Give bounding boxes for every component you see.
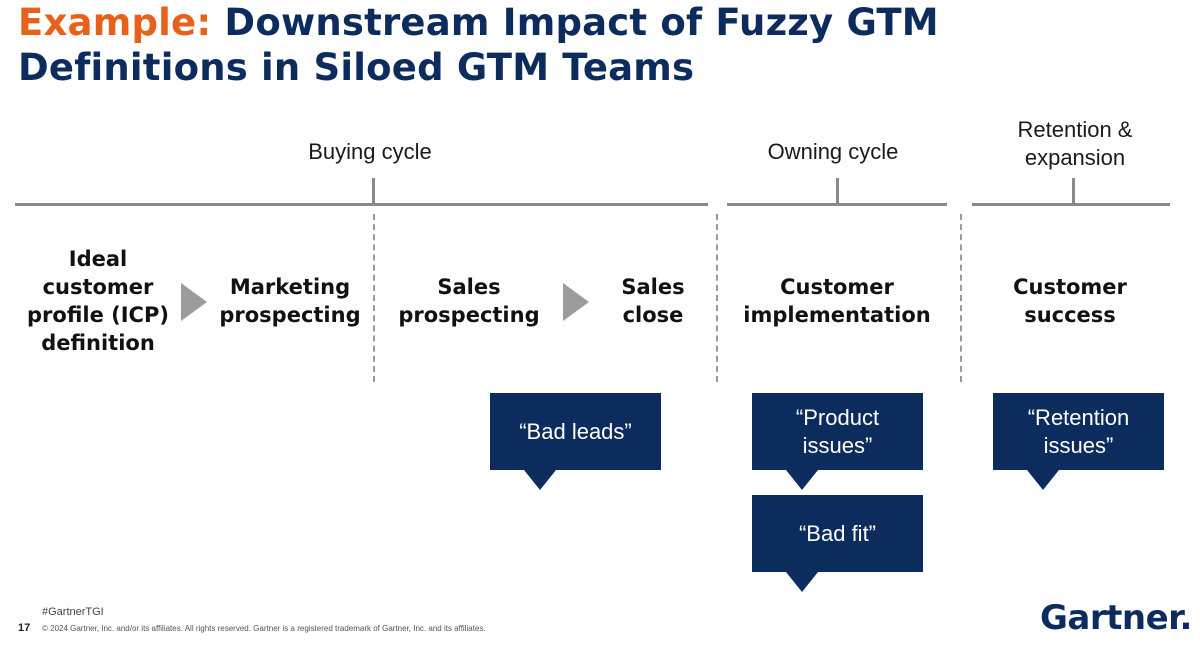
phase-label-owning: Owning cycle <box>767 139 899 164</box>
retention-tick <box>1072 178 1075 204</box>
stage-customer-implementation: Customer implementation <box>730 273 944 329</box>
callout-bad-fit-text: “Bad fit” <box>798 520 877 546</box>
callout-tail <box>1027 470 1059 490</box>
flow-arrow-icon <box>181 283 207 321</box>
retention-line <box>972 203 1170 206</box>
callout-product-issues: “Product issues” <box>752 393 923 490</box>
title-accent: Example: <box>18 1 212 44</box>
phase-label-retention-line2: expansion <box>1024 145 1126 170</box>
divider-dashed-2 <box>716 214 718 382</box>
callout-retention-issues-line2: issues” <box>1043 432 1114 458</box>
stage-sales-close: Sales close <box>605 273 701 329</box>
callout-bad-leads: “Bad leads” <box>490 393 661 490</box>
callout-tail <box>524 470 556 490</box>
copyright-text: © 2024 Gartner, Inc. and/or its affiliat… <box>42 624 486 633</box>
title-line2: Definitions in Siloed GTM Teams <box>18 46 695 89</box>
stage-success-line2: success <box>1024 303 1116 327</box>
stage-marketing-line1: Marketing <box>229 275 351 299</box>
stage-implementation-line1: Customer <box>780 275 894 299</box>
slide-title: Example: Downstream Impact of Fuzzy GTM … <box>18 0 939 90</box>
callout-tail <box>786 572 818 592</box>
stage-implementation-line2: implementation <box>743 303 931 327</box>
stage-sales-prospecting: Sales prospecting <box>385 273 553 329</box>
stage-icp-line2: customer <box>42 275 154 299</box>
buying-cycle-tick <box>372 178 375 204</box>
stage-marketing-line2: prospecting <box>219 303 361 327</box>
callout-retention-issues: “Retention issues” <box>993 393 1164 490</box>
stage-icp-line3: profile (ICP) <box>27 303 169 327</box>
stage-marketing-prospecting: Marketing prospecting <box>205 273 375 329</box>
phase-label-retention: Retention & expansion <box>975 116 1175 172</box>
stage-success-line1: Customer <box>1013 275 1127 299</box>
buying-cycle-line <box>15 203 708 206</box>
stage-sales-prospecting-line2: prospecting <box>398 303 540 327</box>
stage-customer-success: Customer success <box>985 273 1155 329</box>
stage-icp-line1: Ideal <box>68 247 128 271</box>
title-main: Downstream Impact of Fuzzy GTM <box>224 1 939 44</box>
phase-label-buying: Buying cycle <box>308 139 432 164</box>
stage-icp-definition: Ideal customer profile (ICP) definition <box>8 245 188 357</box>
phase-label-retention-line1: Retention & <box>1017 117 1133 142</box>
callout-bad-leads-text: “Bad leads” <box>519 418 632 444</box>
footer-hashtag: #GartnerTGI <box>42 606 104 618</box>
flow-arrow-icon <box>563 283 589 321</box>
callout-product-issues-line2: issues” <box>802 432 873 458</box>
stage-sales-close-line2: close <box>622 303 684 327</box>
callout-product-issues-line1: “Product <box>795 404 880 430</box>
callout-bad-fit: “Bad fit” <box>752 495 923 592</box>
stage-sales-prospecting-line1: Sales <box>437 275 501 299</box>
divider-dashed-3 <box>960 214 962 382</box>
stage-sales-close-line1: Sales <box>621 275 685 299</box>
gartner-logo: Gartner. <box>1040 598 1192 638</box>
divider-dashed-1 <box>373 214 375 382</box>
stage-icp-line4: definition <box>41 331 155 355</box>
owning-cycle-line <box>727 203 947 206</box>
page-number: 17 <box>18 622 31 634</box>
callout-retention-issues-line1: “Retention <box>1027 404 1130 430</box>
owning-cycle-tick <box>836 178 839 204</box>
callout-tail <box>786 470 818 490</box>
